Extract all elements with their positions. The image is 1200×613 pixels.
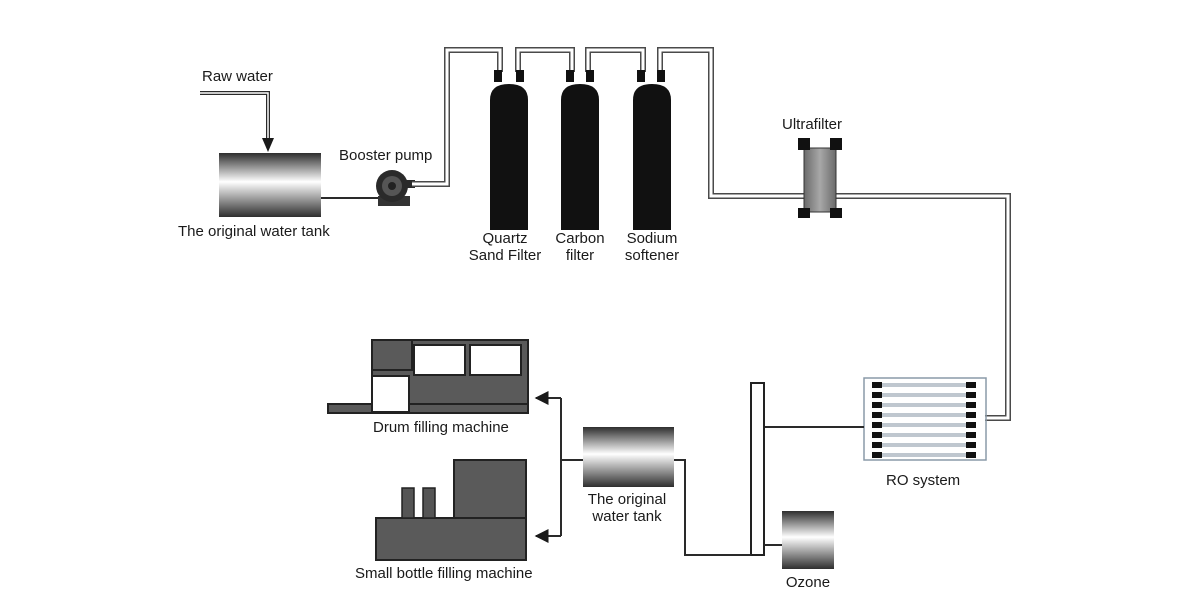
ro-membrane-tube <box>872 412 976 418</box>
original-water-tank-2-label-line1: The original <box>588 491 666 508</box>
ultrafilter <box>798 138 842 218</box>
ro-membrane-tube <box>872 452 976 458</box>
original-water-tank-2-label-line2: water tank <box>591 508 662 525</box>
ro-membrane-tube <box>872 422 976 428</box>
drum-filling-machine <box>327 339 529 414</box>
carbon-label-line2: filter <box>566 247 594 264</box>
ro-membrane-tube <box>872 442 976 448</box>
ozone-label: Ozone <box>786 574 830 591</box>
ro-system-label: RO system <box>886 472 960 489</box>
booster-pump-label: Booster pump <box>339 147 432 164</box>
small-bottle-filling-machine-label: Small bottle filling machine <box>355 565 533 582</box>
ro-system <box>863 377 987 461</box>
ultrafilter-label: Ultrafilter <box>782 116 842 133</box>
sodium-label-line1: Sodium <box>627 230 678 247</box>
booster-pump-icon <box>376 170 415 206</box>
small-bottle-filling-machine <box>375 459 527 561</box>
raw-water-label: Raw water <box>202 68 273 85</box>
sodium-label-line2: softener <box>625 247 679 264</box>
main-pipe <box>412 47 1011 421</box>
sodium-softener <box>633 70 671 230</box>
ro-membrane-tube <box>872 392 976 398</box>
distribution-header <box>750 382 765 556</box>
original-water-tank-2 <box>583 427 674 487</box>
pipe-tank2-to-machines <box>534 391 583 543</box>
ro-membrane-tube <box>872 382 976 388</box>
ro-membrane-tube <box>872 432 976 438</box>
carbon-label-line1: Carbon <box>555 230 604 247</box>
quartz-label-line2: Sand Filter <box>469 247 542 264</box>
ro-membrane-tube <box>872 402 976 408</box>
quartz-sand-filter <box>490 70 528 230</box>
quartz-label-line1: Quartz <box>482 230 527 247</box>
pipe-tank2-to-header <box>674 459 751 556</box>
original-water-tank-1-label: The original water tank <box>178 223 330 240</box>
raw-water-inlet <box>200 91 274 152</box>
original-water-tank-1 <box>219 153 321 217</box>
carbon-filter <box>561 70 599 230</box>
ozone-tank <box>782 511 834 569</box>
drum-filling-machine-label: Drum filling machine <box>373 419 509 436</box>
